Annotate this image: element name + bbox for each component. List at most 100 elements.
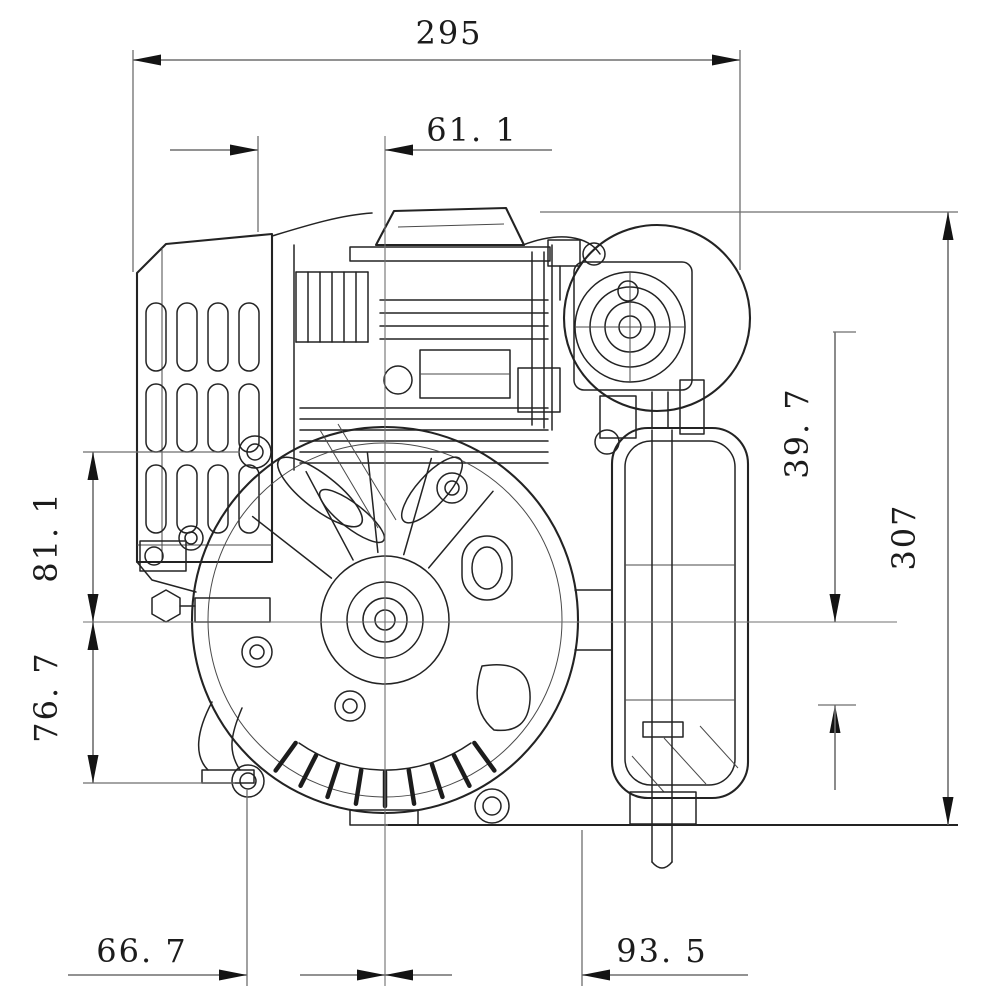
vent-slot <box>145 302 167 372</box>
dimension-label: 81. 1 <box>27 491 65 582</box>
governor-link <box>319 429 379 529</box>
rear-panel-assembly <box>574 426 750 869</box>
arrowhead <box>582 969 610 981</box>
arrowhead <box>87 452 99 480</box>
dimension-label: 61. 1 <box>426 111 517 149</box>
spoke-line <box>366 452 379 554</box>
spoke-line <box>305 470 354 561</box>
air-cleaner-cover <box>562 223 752 413</box>
panel-bolt <box>642 721 684 738</box>
bolt-boss-inner <box>239 772 257 790</box>
small-bracket <box>139 540 187 572</box>
panel-facet <box>699 725 739 769</box>
dimension-307: 307 <box>540 211 958 825</box>
horizontal-fin-group-upper <box>379 299 549 340</box>
valve-cover-line <box>397 223 505 228</box>
dimension-label: 66. 7 <box>96 932 187 970</box>
kidney-lug <box>476 664 531 732</box>
vent-slot <box>238 464 260 534</box>
mount-slot-hole <box>471 546 503 590</box>
rib-line <box>353 767 364 806</box>
spark-plug-body <box>547 239 581 267</box>
bolt-boss <box>241 636 273 668</box>
strip-box <box>517 367 561 413</box>
left-mount-hardware <box>139 540 271 784</box>
air-cleaner-assembly <box>562 223 752 455</box>
dimension-39-7: 39. 7 <box>778 331 856 790</box>
pto-boss <box>349 809 419 826</box>
arrowhead <box>829 594 841 622</box>
block-detail-circle <box>383 365 413 395</box>
shroud-outline <box>135 232 274 564</box>
arrowhead <box>87 594 99 622</box>
vent-slot <box>207 302 229 372</box>
bolt-boss <box>436 472 468 504</box>
bolt-boss-inner <box>444 480 460 496</box>
flange-bolt-bosses <box>178 435 510 824</box>
hood-curve <box>271 212 373 237</box>
vent-slot <box>176 383 198 453</box>
bolt-boss-inner <box>246 443 264 461</box>
arrowhead <box>133 54 161 66</box>
rib-line <box>298 753 319 788</box>
valve-cover-top <box>271 206 601 262</box>
intake-runner <box>401 456 463 524</box>
carb-bolt <box>617 280 639 302</box>
horizontal-fin-group-lower <box>299 407 549 464</box>
arrowhead <box>230 144 258 156</box>
dimension-label: 76. 7 <box>27 651 65 742</box>
vertical-fin-group <box>295 271 369 343</box>
arrowhead <box>219 969 247 981</box>
dimension-61-1: 61. 1 <box>170 111 552 232</box>
dimension-81-1: 81. 1 <box>27 451 240 622</box>
bolt-boss <box>178 525 204 551</box>
rib-line <box>472 740 497 773</box>
spark-plug-tip <box>582 242 606 266</box>
panel-facet <box>631 755 665 793</box>
engine-base <box>349 809 958 827</box>
starter-strip <box>517 251 561 429</box>
arrowhead <box>87 755 99 783</box>
foot-arm <box>197 701 213 771</box>
left-foot-pad <box>201 769 255 784</box>
arrowhead <box>385 144 413 156</box>
arrowhead <box>942 212 954 240</box>
vent-slot <box>176 302 198 372</box>
rib-line <box>451 753 472 788</box>
rear-panel-inner <box>624 440 736 786</box>
bolt-boss-inner <box>482 796 502 816</box>
dimension-label: 39. 7 <box>778 387 816 478</box>
vent-slot-grid <box>145 302 260 534</box>
rib-line <box>429 762 445 800</box>
bolt-boss <box>231 764 265 798</box>
bolt-boss <box>238 435 272 469</box>
mount-slot-obround <box>461 535 513 601</box>
intake-runner <box>276 456 364 528</box>
vent-slot <box>207 464 229 534</box>
manifold-bracket <box>679 379 705 435</box>
bolt-boss-inner <box>342 698 358 714</box>
governor-link <box>337 423 397 521</box>
dimension-295: 295 <box>132 14 741 272</box>
bolt-boss <box>474 788 510 824</box>
arrowhead <box>87 622 99 650</box>
dimension-93-5: 93. 5 <box>300 830 748 986</box>
dimension-label: 295 <box>415 14 482 52</box>
foot-arm <box>231 707 243 771</box>
rib-line <box>273 740 298 773</box>
upper-spokes <box>251 452 494 579</box>
bolt-boss <box>334 690 366 722</box>
rear-panel-outline <box>610 426 750 800</box>
dimension-66-7: 66. 7 <box>68 790 452 986</box>
carburetor-plate <box>573 261 693 391</box>
valve-cover-outline <box>374 206 526 247</box>
vent-slot <box>238 383 260 453</box>
panel-facet <box>663 737 707 785</box>
bolt-boss-inner <box>184 531 198 545</box>
vent-slot <box>145 464 167 534</box>
arrowhead <box>357 969 385 981</box>
arrowhead <box>712 54 740 66</box>
dimension-label: 93. 5 <box>616 932 707 970</box>
